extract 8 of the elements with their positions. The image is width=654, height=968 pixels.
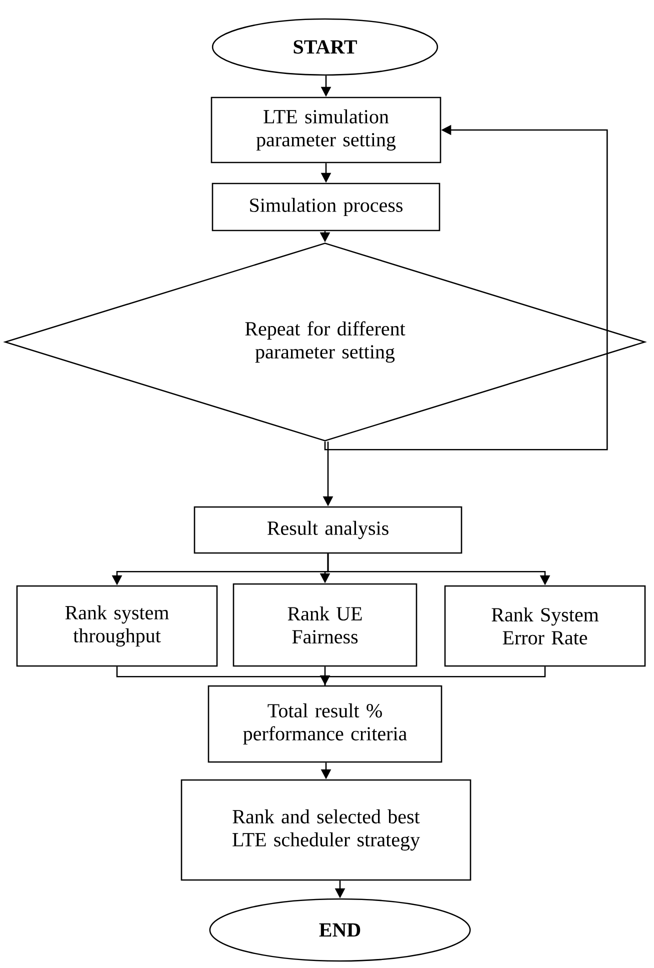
process-box: Rank System Error Rate — [444, 585, 646, 667]
process-box: Simulation process — [212, 182, 440, 232]
process-box: Rank and selected best LTE scheduler strategy — [180, 779, 472, 881]
process-box: Rank UE Fairness — [232, 583, 418, 667]
process-box: Result analysis — [194, 506, 462, 554]
process-box: LTE simulation parameter setting — [210, 96, 442, 164]
process-box: Total result % performance criteria — [208, 685, 442, 763]
process-box: Rank system throughput — [16, 585, 218, 667]
